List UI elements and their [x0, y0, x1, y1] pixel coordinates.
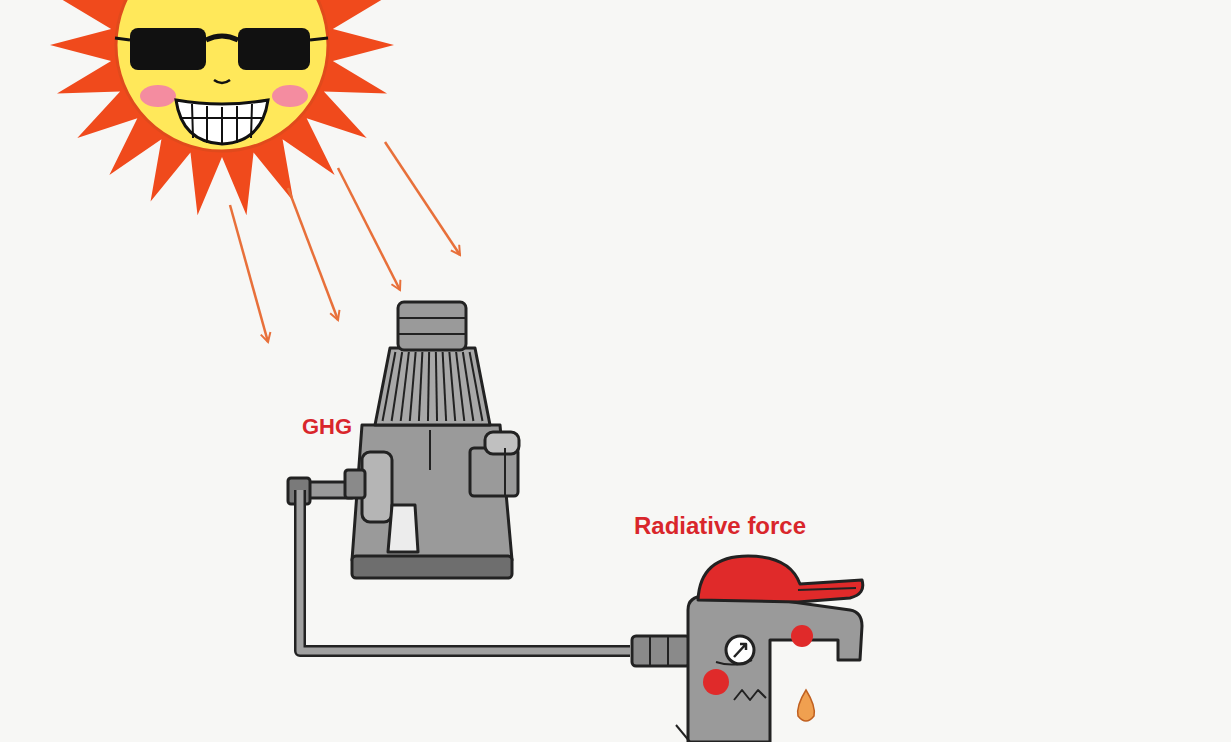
faucet-character [632, 556, 863, 742]
pump-rib [470, 352, 483, 421]
pump-rib [428, 352, 429, 421]
cheek [140, 85, 176, 107]
pump-node: GHG [300, 300, 532, 580]
pump-base [352, 556, 512, 578]
faucet-base [676, 725, 690, 742]
pump-cap [398, 302, 466, 350]
sunlight-arrow [230, 205, 268, 342]
pump-fitting-nut [345, 470, 365, 498]
pump-rib [401, 352, 409, 421]
pump-rib [410, 352, 416, 421]
eye [726, 636, 754, 664]
pump-dome [375, 348, 490, 425]
pump-rib [392, 352, 403, 421]
pump-side-port [485, 432, 519, 454]
pipe-outline [300, 490, 630, 651]
faucet-nut-grip [650, 636, 668, 666]
sunglasses-bridge [206, 36, 238, 40]
cheek [703, 669, 729, 695]
cap-brim [798, 588, 856, 590]
mouth [734, 690, 766, 700]
faucet-body [688, 596, 862, 742]
pump-rib [449, 352, 455, 421]
cap [698, 556, 863, 602]
faucet-nut [632, 636, 690, 666]
pump-rib [443, 352, 447, 421]
cheek [272, 85, 308, 107]
part-label: Radiative force [634, 512, 806, 541]
sun-face [116, 0, 328, 151]
teeth [180, 104, 264, 144]
eye-pupil [734, 644, 746, 657]
pump-rib [419, 352, 423, 421]
pump-cap-ring [398, 317, 466, 319]
sun [50, 0, 394, 215]
sunglasses-arm [115, 38, 328, 40]
pump [288, 302, 519, 578]
sun-rays [50, 0, 394, 215]
eyelid [716, 660, 752, 665]
sunlight-arrow [288, 188, 338, 320]
nose [214, 80, 230, 83]
sunlight-arrow [338, 168, 400, 290]
sunlight-arrow [385, 142, 460, 255]
pump-seam [429, 430, 431, 470]
pump-window [388, 505, 418, 552]
pump-rib [436, 352, 437, 421]
pipe-fill [300, 490, 630, 651]
water-drop [798, 690, 815, 721]
grin [176, 100, 268, 144]
cheek [791, 625, 813, 647]
pipe-connector [300, 490, 630, 651]
sunglasses [130, 28, 206, 70]
pump-side-port-seam [504, 448, 506, 496]
pump-cap-ring [398, 333, 466, 335]
faucet-node: Radiative force [630, 510, 870, 742]
pump-rib [456, 352, 464, 421]
sunglasses [238, 28, 310, 70]
part-label: GHG [302, 414, 352, 440]
